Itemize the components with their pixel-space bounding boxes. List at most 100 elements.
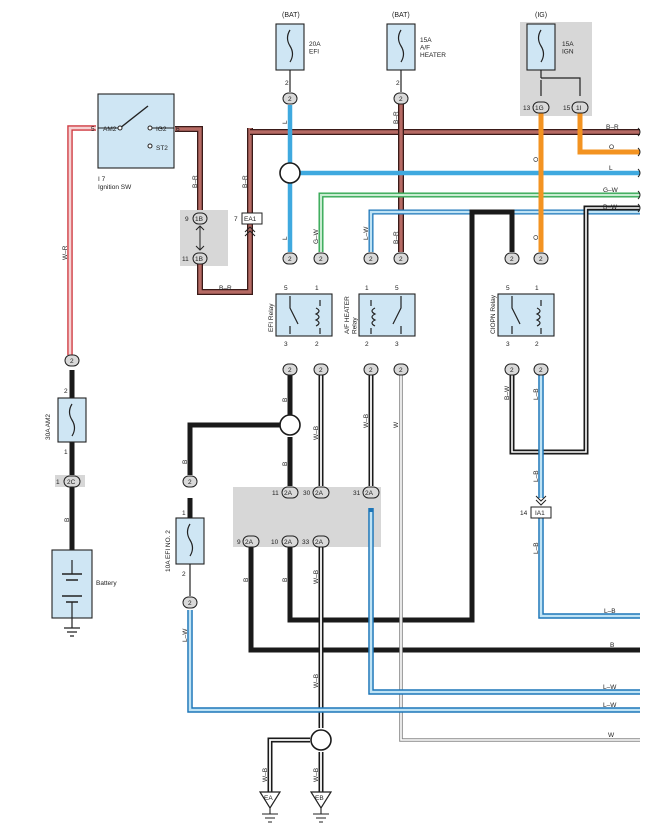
svg-text:L: L (609, 165, 613, 172)
svg-text:B: B (610, 642, 614, 649)
ig-label: (IG) (535, 12, 547, 19)
ground-eb-label: EB (315, 795, 324, 802)
conn-2c: 2C (67, 479, 76, 486)
af-heater-relay (358, 293, 416, 337)
connector-ea1-arrow (244, 226, 256, 237)
svg-text:5: 5 (395, 285, 399, 292)
svg-text:2: 2 (319, 256, 323, 263)
wire-w-b (267, 374, 374, 792)
svg-text:2: 2 (188, 600, 192, 607)
svg-text:1: 1 (535, 285, 539, 292)
svg-text:3: 3 (284, 341, 288, 348)
svg-text:B–W: B–W (504, 385, 511, 400)
svg-text:33: 33 (302, 539, 310, 546)
svg-text:14: 14 (520, 510, 528, 517)
conn-1g: 1G (535, 105, 544, 112)
svg-text:L: L (282, 120, 289, 124)
wire-w-r (67, 125, 96, 355)
conn-1b-top: 1B (195, 216, 203, 223)
wire-l-b (538, 374, 640, 619)
fuse-ign (526, 23, 581, 96)
svg-text:B: B (64, 518, 71, 522)
wire-g-w (318, 192, 640, 252)
svg-text:L–W: L–W (603, 684, 617, 691)
svg-text:9: 9 (185, 216, 189, 223)
fuse-am2 (57, 397, 87, 443)
svg-text:2: 2 (365, 341, 369, 348)
svg-text:L–B: L–B (533, 470, 540, 482)
svg-text:2: 2 (182, 571, 186, 578)
battery-label: Battery (96, 580, 117, 587)
svg-text:2: 2 (535, 341, 539, 348)
ignition-am2-terminal: AM2 (103, 126, 117, 133)
svg-text:7: 7 (234, 216, 238, 223)
fuse-am2-label: 30A AM2 (45, 414, 52, 440)
ciopn-relay (497, 293, 555, 337)
battery (51, 549, 93, 637)
efi-relay-label: EFI Relay (268, 303, 275, 332)
svg-text:2: 2 (285, 80, 289, 87)
wire-b-heavy (287, 209, 515, 623)
conn-2a-9: 2A (245, 539, 254, 546)
wire-l-w (368, 209, 640, 252)
svg-text:2: 2 (315, 341, 319, 348)
svg-text:1: 1 (56, 479, 60, 486)
svg-text:B: B (182, 460, 189, 464)
splice-l (279, 162, 301, 184)
svg-text:13: 13 (523, 105, 531, 112)
conn-2a-33: 2A (315, 539, 324, 546)
wire-w (399, 374, 640, 742)
svg-text:1: 1 (182, 510, 186, 517)
ground-ea (258, 791, 282, 823)
ignition-ig2-terminal: IG2 (156, 126, 167, 133)
splice-w-b (310, 729, 332, 751)
svg-text:2: 2 (539, 367, 543, 374)
svg-text:2: 2 (319, 367, 323, 374)
wire-l-w-bottom (187, 508, 640, 713)
svg-text:6: 6 (176, 126, 180, 133)
svg-text:11: 11 (182, 256, 189, 263)
svg-text:L–B: L–B (533, 542, 540, 554)
svg-text:2: 2 (288, 96, 292, 103)
svg-text:2: 2 (539, 256, 543, 263)
svg-text:W–B: W–B (313, 426, 320, 440)
svg-text:3: 3 (395, 341, 399, 348)
svg-text:B–R: B–R (393, 111, 400, 124)
wire-labels-vertical: W–R B–R B–R L L G–W L–W B–R B–R O O B B … (62, 111, 540, 782)
conn-ia1: IA1 (535, 510, 545, 517)
svg-text:L–B: L–B (533, 388, 540, 400)
svg-text:1: 1 (365, 285, 369, 292)
svg-text:5: 5 (91, 126, 95, 133)
svg-text:2: 2 (70, 358, 74, 365)
svg-text:L–W: L–W (182, 628, 189, 642)
ignition-st2-terminal: ST2 (156, 145, 168, 152)
svg-text:1: 1 (315, 285, 319, 292)
wire-b-r (175, 104, 640, 295)
svg-text:2: 2 (396, 80, 400, 87)
wire-b (69, 370, 640, 653)
conn-ea1: EA1 (244, 216, 257, 223)
svg-text:2: 2 (510, 367, 514, 374)
fuse-efi-no2 (175, 498, 205, 596)
svg-text:2: 2 (399, 367, 403, 374)
af-relay-label: A/F HEATERRelay (344, 296, 359, 334)
svg-text:2: 2 (188, 479, 192, 486)
wire-ends (637, 127, 641, 213)
svg-text:L: L (282, 236, 289, 240)
svg-text:10: 10 (271, 539, 279, 546)
splice-b (279, 414, 301, 436)
ground-eb (309, 791, 333, 823)
conn-2a-31: 2A (365, 490, 374, 497)
connector-ea1-box (241, 212, 263, 225)
conn-2a-10: 2A (284, 539, 293, 546)
svg-text:B: B (282, 578, 289, 582)
svg-text:B–W: B–W (603, 204, 618, 211)
svg-text:15: 15 (563, 105, 571, 112)
ciopn-relay-label: CIOPN Relay (490, 294, 497, 334)
fuse-efi2-label: 10A EFI NO. 2 (165, 530, 172, 572)
svg-text:31: 31 (353, 490, 361, 497)
svg-text:W–B: W–B (313, 674, 320, 688)
svg-text:2: 2 (369, 367, 373, 374)
